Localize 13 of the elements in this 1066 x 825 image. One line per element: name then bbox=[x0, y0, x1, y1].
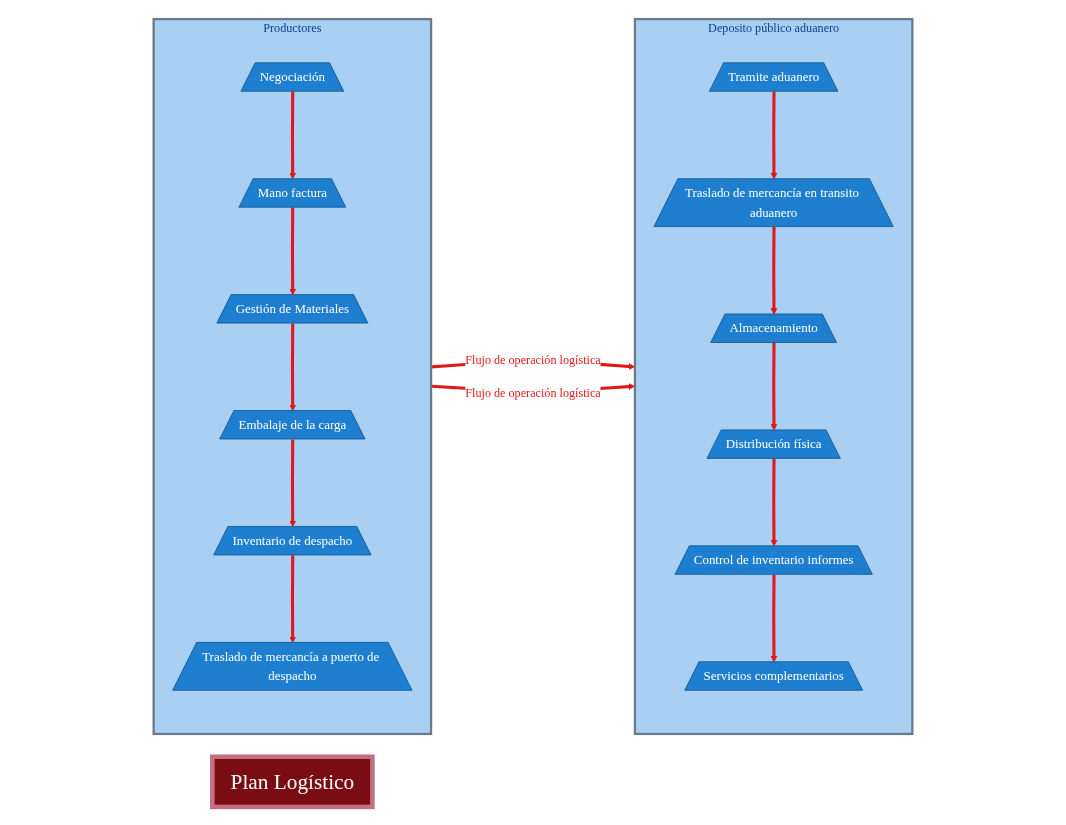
arrow bbox=[770, 574, 778, 662]
arrow bbox=[289, 91, 297, 179]
arrow bbox=[289, 207, 297, 295]
edge-label: Flujo de operación logística bbox=[465, 352, 601, 366]
arrow bbox=[289, 438, 297, 527]
node-box: Plan Logístico bbox=[210, 753, 375, 809]
arrow bbox=[770, 342, 778, 431]
edge-label: Flujo de operación logística bbox=[465, 385, 601, 399]
arrow bbox=[289, 323, 297, 411]
arrow bbox=[770, 226, 778, 315]
arrow bbox=[770, 91, 778, 179]
arrow bbox=[289, 554, 297, 643]
arrow bbox=[770, 458, 778, 546]
